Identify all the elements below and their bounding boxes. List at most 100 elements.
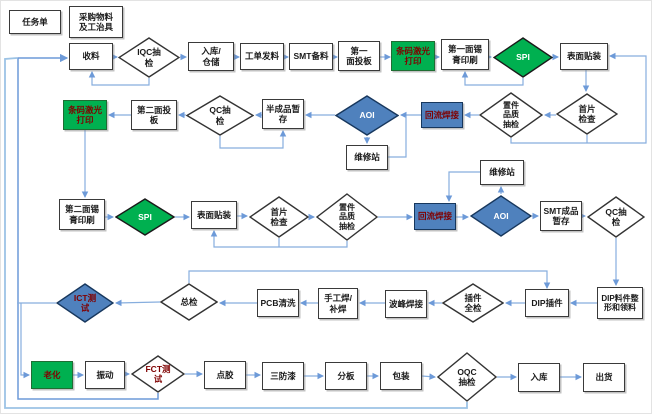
node-label-task-order: 任务单 <box>22 16 48 27</box>
edge-iqc-fail-loop <box>88 71 150 86</box>
node-smt-finished-storage: SMT成品 暂存 <box>540 201 582 231</box>
node-label-first-side-solder-paste-print: 第一面锡 膏印刷 <box>447 44 482 65</box>
node-label-barcode-laser-print-1: 条码激光 打印 <box>395 45 430 66</box>
node-label-repair-station-1: 维修站 <box>354 152 380 163</box>
first-article-inspection-2-diamond-shape <box>249 196 309 238</box>
spi-1-diamond-shape <box>493 37 553 78</box>
node-label-work-order-material-issue: 工单发料 <box>244 51 279 62</box>
spi-2-diamond-shape <box>115 198 175 236</box>
node-smt-placement-1: 表面贴装 <box>560 43 608 70</box>
node-label-burn-in: 老化 <box>43 369 61 380</box>
node-warehouse-in: 入库 <box>518 363 560 392</box>
edge-ict-to-burnin <box>20 303 30 379</box>
node-insertion-full-inspection: 插件 全检 <box>442 283 504 323</box>
node-label-second-side-board-loading: 第二面投 板 <box>136 104 171 125</box>
node-label-manual-solder-rework: 手工焊/ 补焊 <box>324 293 352 314</box>
aoi-1-diamond-shape <box>335 95 399 136</box>
node-manual-solder-rework: 手工焊/ 补焊 <box>318 288 358 319</box>
fct-test-diamond-shape <box>131 355 185 393</box>
node-pcb-cleaning: PCB清洗 <box>257 289 299 317</box>
node-label-depaneling: 分板 <box>337 370 355 381</box>
node-first-article-inspection-1: 首片 检查 <box>556 93 618 135</box>
node-label-dip-insertion: DIP插件 <box>531 297 563 308</box>
node-packaging: 包装 <box>380 362 422 390</box>
node-second-side-solder-paste-print: 第二面锡 膏印刷 <box>59 199 105 230</box>
node-iqc-sampling-inspection: IQC抽 检 <box>118 37 180 78</box>
node-label-glue-dispensing: 点胶 <box>216 369 234 380</box>
edge-final-to-ict <box>115 299 161 307</box>
first-article-inspection-1-diamond-shape <box>556 93 618 135</box>
node-task-order: 任务单 <box>9 10 61 34</box>
node-depaneling: 分板 <box>325 362 367 390</box>
node-purchase-materials-tooling: 采购物料 及工治具 <box>69 6 123 38</box>
node-dip-insertion: DIP插件 <box>525 289 569 317</box>
node-label-smt-material-prep: SMT备料 <box>293 51 329 62</box>
edge-fct-fail-return-to-receive <box>17 53 159 400</box>
edge-final-fail-loop-to-dipinsert <box>188 270 551 289</box>
node-qc-sampling-inspection-1: QC抽 检 <box>186 95 254 136</box>
node-burn-in: 老化 <box>31 361 73 389</box>
node-oqc-sampling-inspection: OQC 抽检 <box>437 352 497 402</box>
ict-test-diamond-shape <box>56 283 114 323</box>
node-label-warehouse-storage: 入库/ 仓储 <box>201 46 221 67</box>
node-aoi-1: AOI <box>335 95 399 136</box>
node-repair-station-1: 维修站 <box>346 145 388 170</box>
node-label-conformal-coating: 三防漆 <box>270 370 296 381</box>
node-label-smt-finished-storage: SMT成品 暂存 <box>543 205 579 226</box>
edge-packaging-to-oqc <box>421 373 436 380</box>
node-first-article-inspection-2: 首片 检查 <box>249 196 309 238</box>
edge-oqc-fail-return-loop <box>4 57 468 409</box>
node-label-first-side-board-loading: 第一 面投板 <box>346 45 372 66</box>
qc-sampling-inspection-2-diamond-shape <box>587 196 645 238</box>
node-qc-sampling-inspection-2: QC抽 检 <box>587 196 645 238</box>
node-label-shipment: 出货 <box>595 372 613 383</box>
node-barcode-laser-print-2: 条码激光 打印 <box>63 100 107 130</box>
node-placement-quality-check-2: 置件 品质 抽检 <box>316 193 378 241</box>
insertion-full-inspection-diamond-shape <box>442 283 504 323</box>
node-barcode-laser-print-1: 条码激光 打印 <box>391 41 435 71</box>
node-reflow-soldering-1: 回流焊接 <box>421 102 463 128</box>
node-placement-quality-check-1: 置件 品质 抽检 <box>479 92 543 138</box>
placement-quality-check-1-diamond-shape <box>479 92 543 138</box>
node-label-barcode-laser-print-2: 条码激光 打印 <box>67 104 102 125</box>
edge-spi1-fail-loop <box>461 71 524 86</box>
node-label-repair-station-2: 维修站 <box>489 167 515 178</box>
node-label-second-side-solder-paste-print: 第二面锡 膏印刷 <box>64 204 99 225</box>
node-second-side-board-loading: 第二面投 板 <box>131 100 177 130</box>
node-label-packaging: 包装 <box>392 370 410 381</box>
node-receive-materials: 收料 <box>69 43 113 70</box>
iqc-sampling-inspection-diamond-shape <box>118 37 180 78</box>
node-label-smt-placement-2: 表面贴装 <box>196 209 231 220</box>
node-final-inspection: 总检 <box>160 283 218 321</box>
edge-repair2-to-reflow2 <box>445 171 480 202</box>
aoi-2-diamond-shape <box>470 195 532 237</box>
node-fct-test: FCT测 试 <box>131 355 185 393</box>
placement-quality-check-2-diamond-shape <box>316 193 378 241</box>
edge-quality1-fail-loop-to-placement1 <box>510 52 647 144</box>
node-conformal-coating: 三防漆 <box>262 362 304 390</box>
node-label-wave-soldering: 波峰焊接 <box>388 298 423 309</box>
node-warehouse-storage: 入库/ 仓储 <box>188 42 234 71</box>
qc-sampling-inspection-1-diamond-shape <box>186 95 254 136</box>
node-aoi-2: AOI <box>470 195 532 237</box>
node-work-order-material-issue: 工单发料 <box>240 43 284 70</box>
node-label-semi-finished-storage: 半成品暂 存 <box>265 103 300 124</box>
edge-quality2-fail-loop-to-placement2 <box>210 230 348 248</box>
node-ict-test: ICT测 试 <box>56 283 114 323</box>
edge-qc1-fail-loop-to-semistorage <box>219 130 287 149</box>
node-reflow-soldering-2: 回流焊接 <box>414 203 456 230</box>
node-label-pcb-cleaning: PCB清洗 <box>260 297 296 308</box>
node-smt-material-prep: SMT备料 <box>289 43 333 70</box>
node-glue-dispensing: 点胶 <box>204 361 246 389</box>
node-label-receive-materials: 收料 <box>82 51 100 62</box>
node-spi-1: SPI <box>493 37 553 78</box>
oqc-sampling-inspection-diamond-shape <box>437 352 497 402</box>
node-vibration: 振动 <box>85 361 125 389</box>
node-label-warehouse-in: 入库 <box>530 372 548 383</box>
node-repair-station-2: 维修站 <box>480 160 524 185</box>
final-inspection-diamond-shape <box>160 283 218 321</box>
node-first-side-board-loading: 第一 面投板 <box>338 41 380 71</box>
node-spi-2: SPI <box>115 198 175 236</box>
